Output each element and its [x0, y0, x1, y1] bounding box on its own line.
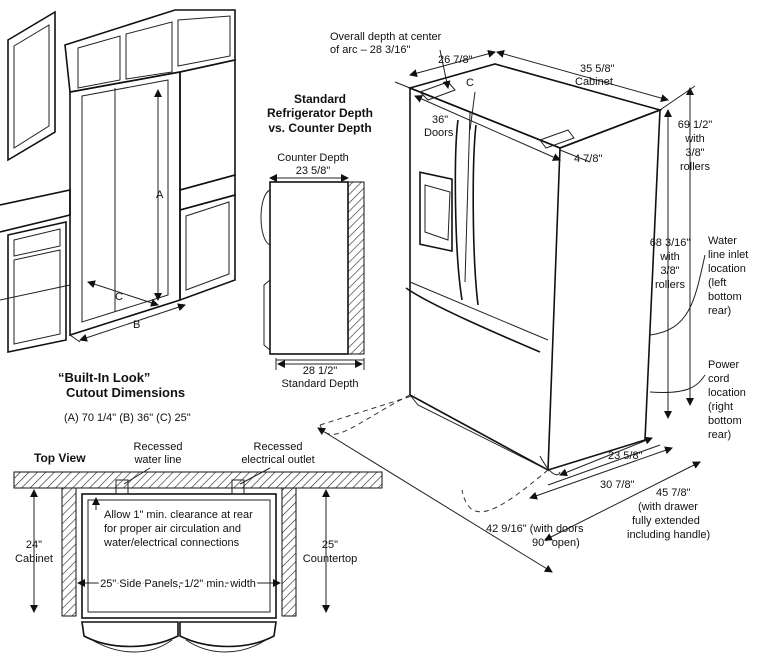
label-c: C	[115, 291, 123, 303]
refrigerator-illustration	[317, 49, 706, 573]
builtin-dims: (A) 70 1/4" (B) 36" (C) 25"	[64, 412, 191, 424]
svg-text:rear): rear)	[708, 305, 731, 317]
height-69-with: with	[684, 133, 705, 145]
power-cord-note: Power cord location (right bottom rear)	[708, 359, 746, 441]
svg-text:bottom: bottom	[708, 291, 742, 303]
recessed-elec-2: electrical outlet	[241, 454, 314, 466]
depth-comparison-illustration	[260, 174, 365, 370]
clearance-note: Allow 1" min. clearance at rear for prop…	[103, 509, 253, 549]
depth-42-note: 42 9/16" (with doors 90° open)	[486, 523, 584, 549]
height-69-value: 69 1/2"	[678, 119, 713, 131]
svg-text:42 9/16" (with doors: 42 9/16" (with doors	[486, 523, 584, 535]
svg-text:90° open): 90° open)	[532, 537, 580, 549]
doors-value: 36"	[432, 114, 448, 126]
standard-depth-value: 28 1/2"	[303, 365, 338, 377]
standard-depth-label: Standard Depth	[281, 378, 358, 390]
svg-text:location: location	[708, 263, 746, 275]
height-68-frac: 3/8"	[660, 265, 679, 277]
depth-title-line2: Refrigerator Depth	[267, 106, 373, 120]
svg-text:including handle): including handle)	[627, 529, 710, 541]
depth-title-line3: vs. Counter Depth	[268, 121, 371, 135]
top-view-illustration	[13, 467, 383, 653]
svg-text:fully extended: fully extended	[632, 515, 700, 527]
svg-text:line inlet: line inlet	[708, 249, 748, 261]
depth-30-value: 30 7/8"	[600, 479, 635, 491]
label-b: B	[133, 319, 140, 331]
svg-text:for proper air circulation and: for proper air circulation and	[104, 523, 241, 535]
cabinet-width-value: 35 5/8"	[580, 63, 615, 75]
height-69-rollers: rollers	[680, 161, 710, 173]
four-seven-eighths: 4 7/8"	[574, 153, 602, 165]
overall-depth-line2: of arc – 28 3/16"	[330, 44, 410, 56]
cabinet-depth-label: Cabinet	[15, 553, 53, 565]
cabinet-width-label: Cabinet	[575, 76, 613, 88]
countertop-depth-label: Countertop	[303, 553, 357, 565]
overall-depth-line1: Overall depth at center	[330, 31, 442, 43]
doors-label: Doors	[424, 127, 454, 139]
builtin-cabinet-illustration	[0, 9, 236, 353]
water-line-note: Water line inlet location (left bottom r…	[708, 235, 748, 317]
builtin-title-line1: “Built-In Look”	[58, 370, 150, 385]
svg-text:bottom: bottom	[708, 415, 742, 427]
height-68-value: 68 3/16"	[650, 237, 691, 249]
side-panels-note: 25" Side Panels, 1/2" min. width	[100, 578, 256, 590]
height-68-rollers: rollers	[655, 279, 685, 291]
svg-text:45 7/8": 45 7/8"	[656, 487, 691, 499]
svg-text:rear): rear)	[708, 429, 731, 441]
recessed-water-1: Recessed	[134, 441, 183, 453]
recessed-elec-1: Recessed	[254, 441, 303, 453]
top-view-title: Top View	[34, 451, 86, 465]
builtin-title-line2: Cutout Dimensions	[66, 385, 185, 400]
depth-45-note: 45 7/8" (with drawer fully extended incl…	[627, 487, 710, 541]
center-mark: C	[466, 77, 474, 89]
countertop-depth-value: 25"	[322, 539, 338, 551]
depth-title-line1: Standard	[294, 92, 346, 106]
recessed-water-2: water line	[133, 454, 181, 466]
svg-text:water/electrical connections: water/electrical connections	[103, 537, 240, 549]
svg-text:(right: (right	[708, 401, 733, 413]
svg-text:Water: Water	[708, 235, 737, 247]
label-a: A	[156, 189, 164, 201]
height-69-frac: 3/8"	[685, 147, 704, 159]
svg-text:location: location	[708, 387, 746, 399]
cabinet-depth-value: 24"	[26, 539, 42, 551]
svg-text:cord: cord	[708, 373, 729, 385]
counter-depth-label: Counter Depth	[277, 152, 349, 164]
depth-23-value: 23 5/8"	[608, 450, 643, 462]
svg-text:(left: (left	[708, 277, 726, 289]
svg-text:(with drawer: (with drawer	[638, 501, 698, 513]
depth-26: 26 7/8"	[438, 54, 473, 66]
svg-text:Allow 1" min. clearance at rea: Allow 1" min. clearance at rear	[104, 509, 253, 521]
svg-text:Power: Power	[708, 359, 740, 371]
counter-depth-value: 23 5/8"	[296, 165, 331, 177]
height-68-with: with	[659, 251, 680, 263]
